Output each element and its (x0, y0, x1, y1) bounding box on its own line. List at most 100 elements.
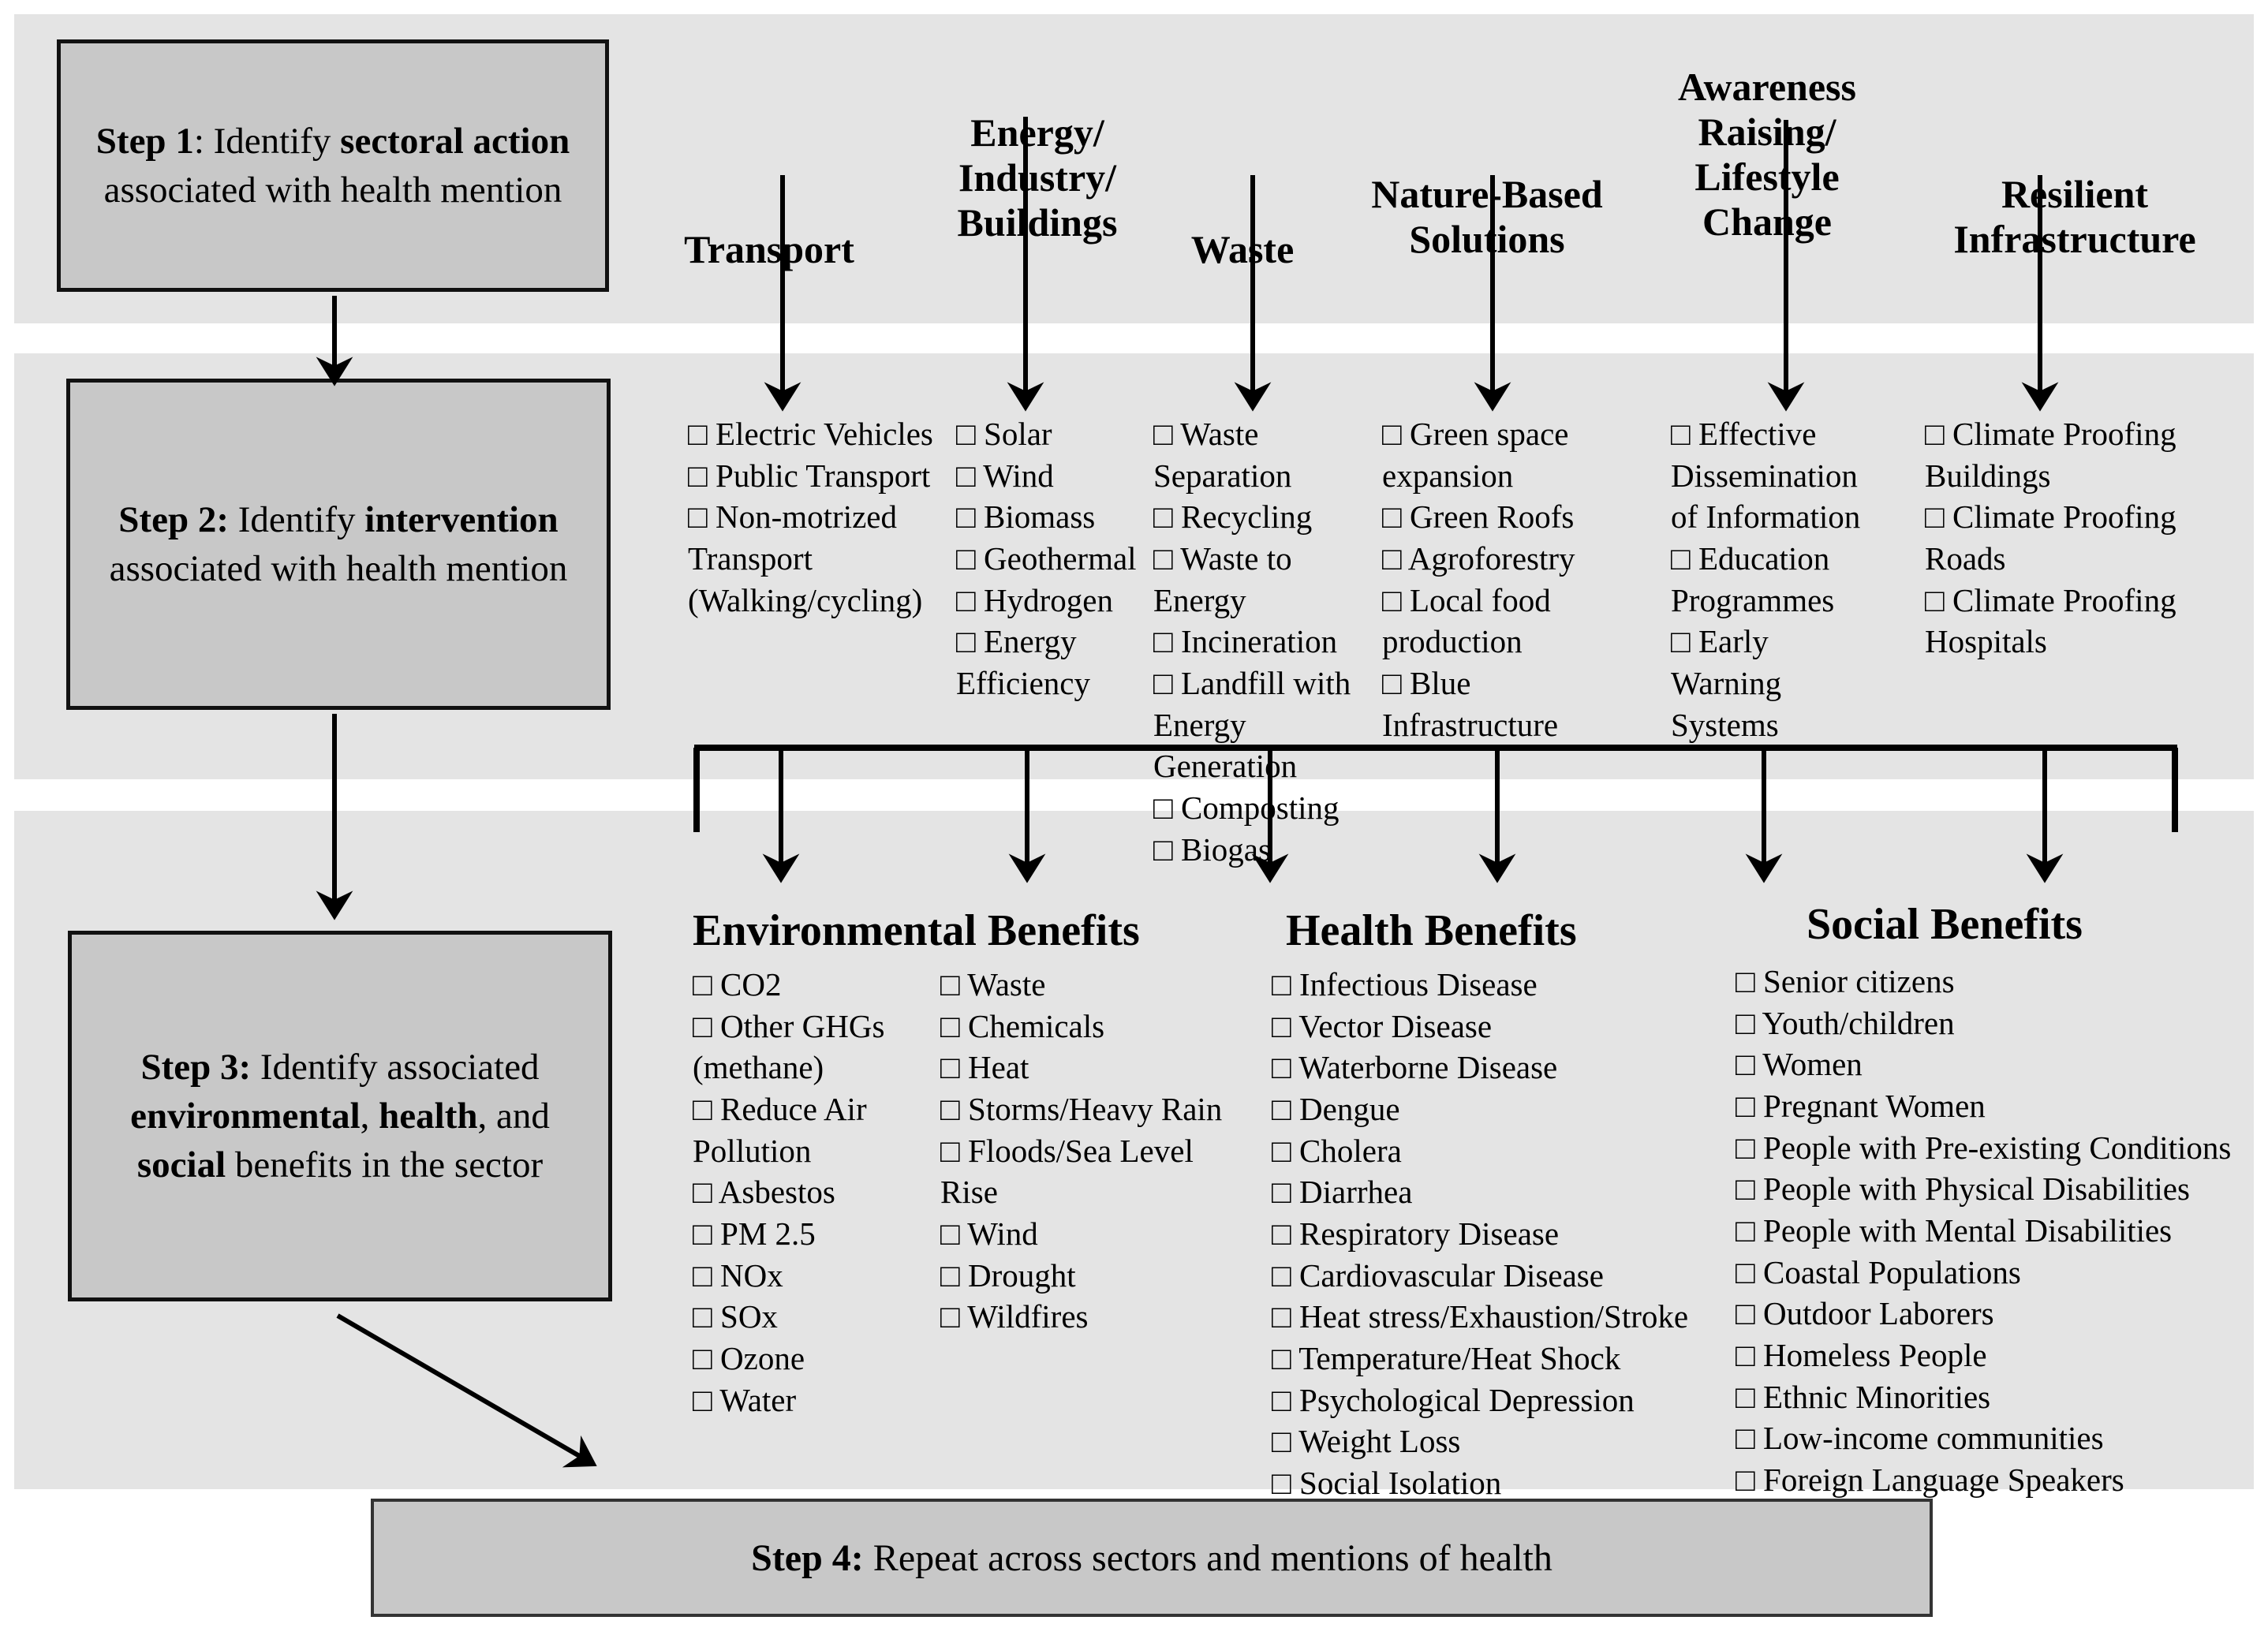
checkbox-icon[interactable]: □ (1272, 1215, 1300, 1253)
checkbox-icon[interactable]: □ (940, 1007, 969, 1044)
checklist-item[interactable]: □ Landfill with Energy Generation (1153, 663, 1390, 787)
checklist-item[interactable]: □ Incineration (1153, 621, 1390, 663)
checkbox-icon[interactable]: □ (940, 1049, 969, 1086)
checkbox-icon[interactable]: □ (1736, 1337, 1764, 1374)
checkbox-icon[interactable]: □ (940, 1091, 969, 1128)
checklist-item[interactable]: □ Dengue (1272, 1088, 1713, 1130)
checkbox-icon[interactable]: □ (1153, 831, 1182, 868)
checklist-item[interactable]: □ Floods/Sea Level Rise (940, 1130, 1240, 1213)
checklist-item[interactable]: □ Low-income communities (1736, 1417, 2240, 1459)
checkbox-icon[interactable]: □ (688, 498, 716, 536)
checkbox-icon[interactable]: □ (1736, 1462, 1764, 1499)
checklist-item[interactable]: □ Reduce Air Pollution (693, 1088, 929, 1171)
checklist-item[interactable]: □ Green space expansion (1382, 413, 1595, 496)
checklist-item[interactable]: □ Waterborne Disease (1272, 1047, 1713, 1088)
checklist-item[interactable]: □ Biogas (1153, 829, 1390, 871)
checkbox-icon[interactable]: □ (940, 1298, 968, 1335)
checkbox-icon[interactable]: □ (1272, 1381, 1300, 1418)
checkbox-icon[interactable]: □ (693, 1215, 721, 1253)
checklist-item[interactable]: □ Wildfires (940, 1296, 1240, 1338)
checklist-item[interactable]: □ Women (1736, 1044, 2240, 1085)
checklist-item[interactable]: □ Asbestos (693, 1171, 929, 1213)
checkbox-icon[interactable]: □ (1736, 1378, 1764, 1415)
checkbox-icon[interactable]: □ (1382, 416, 1410, 452)
checklist-item[interactable]: □ Green Roofs (1382, 496, 1595, 538)
checklist-item[interactable]: □ Pregnant Women (1736, 1085, 2240, 1127)
checklist-item[interactable]: □ Wind (940, 1213, 1240, 1255)
checklist-item[interactable]: □ Public Transport (688, 455, 940, 497)
checklist-item[interactable]: □ Heat (940, 1047, 1240, 1088)
checkbox-icon[interactable]: □ (1272, 966, 1300, 1002)
checkbox-icon[interactable]: □ (1382, 665, 1410, 702)
checkbox-icon[interactable]: □ (1736, 963, 1764, 999)
checkbox-icon[interactable]: □ (1153, 623, 1182, 660)
checklist-item[interactable]: □ Education Programmes (1671, 538, 1884, 621)
checkbox-icon[interactable]: □ (1272, 1049, 1299, 1086)
checkbox-icon[interactable]: □ (1272, 1423, 1299, 1460)
checkbox-icon[interactable]: □ (693, 966, 721, 1002)
checkbox-icon[interactable]: □ (1671, 623, 1699, 660)
checklist-item[interactable]: □ Composting (1153, 787, 1390, 829)
checkbox-icon[interactable]: □ (1153, 665, 1182, 702)
checkbox-icon[interactable]: □ (688, 457, 716, 494)
checkbox-icon[interactable]: □ (1272, 1174, 1300, 1211)
checkbox-icon[interactable]: □ (1736, 1046, 1763, 1083)
checkbox-icon[interactable]: □ (1736, 1004, 1762, 1041)
checkbox-icon[interactable]: □ (1272, 1298, 1300, 1335)
checkbox-icon[interactable]: □ (940, 1215, 968, 1253)
checklist-item[interactable]: □ Electric Vehicles (688, 413, 940, 455)
checkbox-icon[interactable]: □ (1272, 1340, 1299, 1377)
checklist-item[interactable]: □ Non-motrized Transport (Walking/cyclin… (688, 496, 940, 621)
checklist-item[interactable]: □ Respiratory Disease (1272, 1213, 1713, 1255)
checkbox-icon[interactable]: □ (956, 623, 985, 660)
checkbox-icon[interactable]: □ (956, 540, 985, 577)
checklist-item[interactable]: □ Foreign Language Speakers (1736, 1459, 2240, 1501)
checklist-item[interactable]: □ Chemicals (940, 1006, 1240, 1047)
checklist-item[interactable]: □ Climate Proofing Roads (1925, 496, 2185, 579)
checklist-item[interactable]: □ Hydrogen (956, 580, 1149, 622)
checkbox-icon[interactable]: □ (1736, 1129, 1764, 1166)
checkbox-icon[interactable]: □ (1736, 1212, 1764, 1249)
checkbox-icon[interactable]: □ (693, 1381, 720, 1418)
checklist-item[interactable]: □ CO2 (693, 964, 929, 1006)
checklist-item[interactable]: □ Geothermal (956, 538, 1149, 580)
checkbox-icon[interactable]: □ (688, 416, 716, 452)
checkbox-icon[interactable]: □ (1736, 1420, 1764, 1457)
checkbox-icon[interactable]: □ (956, 581, 985, 618)
checkbox-icon[interactable]: □ (956, 498, 985, 536)
checklist-item[interactable]: □ Temperature/Heat Shock (1272, 1338, 1713, 1380)
checkbox-icon[interactable]: □ (940, 966, 968, 1002)
checklist-item[interactable]: □ Waste (940, 964, 1240, 1006)
checkbox-icon[interactable]: □ (956, 416, 985, 452)
checklist-item[interactable]: □ Vector Disease (1272, 1006, 1713, 1047)
checkbox-icon[interactable]: □ (693, 1256, 721, 1294)
checkbox-icon[interactable]: □ (693, 1298, 721, 1335)
checkbox-icon[interactable]: □ (1382, 581, 1410, 618)
checklist-item[interactable]: □ Storms/Heavy Rain (940, 1088, 1240, 1130)
checklist-item[interactable]: □ Social Isolation (1272, 1462, 1713, 1504)
checklist-item[interactable]: □ Cardiovascular Disease (1272, 1255, 1713, 1297)
checklist-item[interactable]: □ Youth/children (1736, 1002, 2240, 1044)
checkbox-icon[interactable]: □ (1736, 1295, 1764, 1332)
checkbox-icon[interactable]: □ (693, 1174, 719, 1211)
checkbox-icon[interactable]: □ (1272, 1465, 1300, 1502)
checklist-item[interactable]: □ Outdoor Laborers (1736, 1293, 2240, 1335)
checklist-item[interactable]: □ Cholera (1272, 1130, 1713, 1172)
checkbox-icon[interactable]: □ (1925, 581, 1953, 618)
checkbox-icon[interactable]: □ (940, 1132, 969, 1169)
checklist-item[interactable]: □ SOx (693, 1296, 929, 1338)
checklist-item[interactable]: □ People with Pre-existing Conditions (1736, 1127, 2240, 1169)
checklist-item[interactable]: □ Wind (956, 455, 1149, 497)
checkbox-icon[interactable]: □ (1382, 498, 1410, 536)
checklist-item[interactable]: □ Homeless People (1736, 1335, 2240, 1376)
checkbox-icon[interactable]: □ (693, 1091, 721, 1128)
checkbox-icon[interactable]: □ (1153, 498, 1182, 536)
checkbox-icon[interactable]: □ (1272, 1007, 1299, 1044)
checklist-item[interactable]: □ Effective Dissemination of Information (1671, 413, 1884, 538)
checkbox-icon[interactable]: □ (693, 1007, 721, 1044)
checklist-item[interactable]: □ Climate Proofing Buildings (1925, 413, 2185, 496)
checklist-item[interactable]: □ People with Physical Disabilities (1736, 1168, 2240, 1210)
checklist-item[interactable]: □ Ethnic Minorities (1736, 1376, 2240, 1418)
checkbox-icon[interactable]: □ (1736, 1088, 1764, 1125)
checklist-item[interactable]: □ Diarrhea (1272, 1171, 1713, 1213)
